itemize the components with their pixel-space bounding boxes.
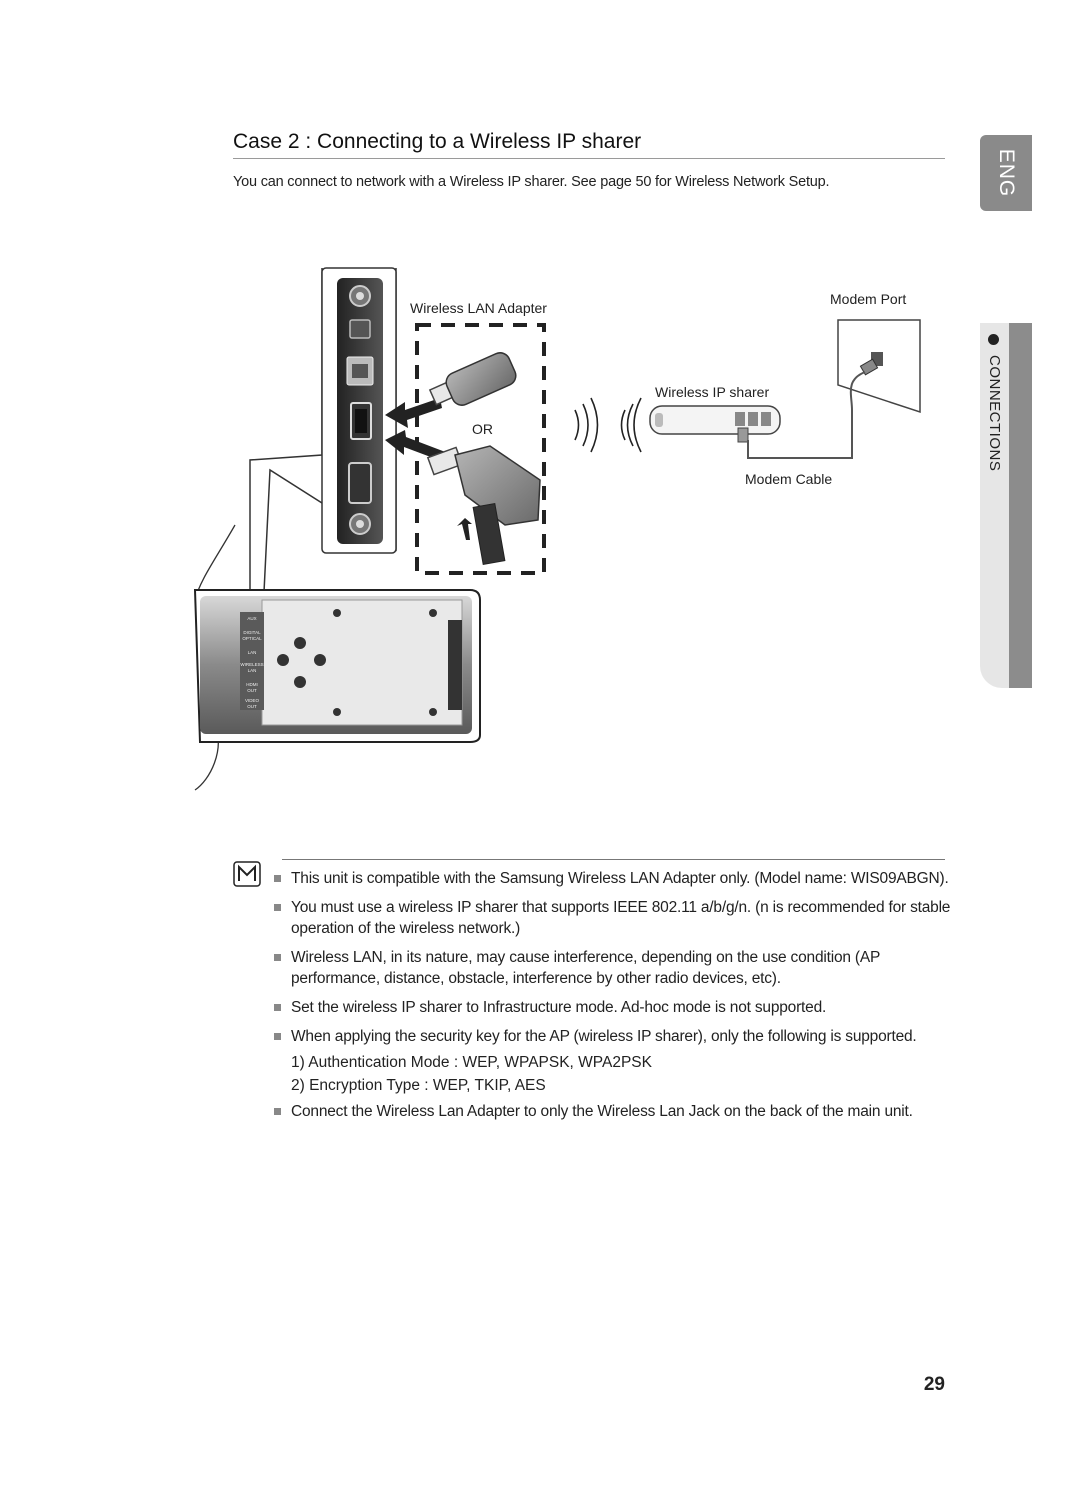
section-tab-bullet [988, 334, 999, 345]
page-number: 29 [923, 1374, 945, 1395]
connection-diagram: AUXDIGITALOPTICALLANWIRELESSLANHDMIOUTVI… [193, 267, 921, 791]
note-text: You must use a wireless IP sharer that s… [291, 899, 951, 937]
usb-stick-adapter [428, 352, 517, 406]
rear-panel-labels: AUXDIGITALOPTICALLANWIRELESSLANHDMIOUTVI… [240, 616, 263, 709]
panel-label: LAN [248, 668, 257, 673]
bullet-square-icon [274, 954, 281, 961]
note-item: Wireless LAN, in its nature, may cause i… [272, 947, 952, 989]
panel-label: OUT [247, 704, 257, 709]
note-text: Wireless LAN, in its nature, may cause i… [291, 949, 880, 987]
note-item: Set the wireless IP sharer to Infrastruc… [272, 997, 952, 1018]
modem-cable [747, 371, 866, 459]
note-text: This unit is compatible with the Samsung… [291, 870, 949, 887]
main-unit-rear [193, 589, 481, 743]
note-item: When applying the security key for the A… [272, 1026, 952, 1047]
label-wireless-lan-adapter: Wireless LAN Adapter [410, 300, 547, 316]
label-modem-cable: Modem Cable [745, 471, 832, 487]
note-text: Set the wireless IP sharer to Infrastruc… [291, 999, 827, 1016]
modem-wall-port [837, 319, 921, 414]
sub-item-auth: 1) Authentication Mode : WEP, WPAPSK, WP… [291, 1054, 652, 1071]
wireless-ip-sharer [649, 405, 781, 443]
wireless-waves-icon [574, 397, 642, 453]
sub-item-encryption: 2) Encryption Type : WEP, TKIP, AES [291, 1077, 546, 1094]
label-modem-port: Modem Port [830, 291, 906, 307]
bullet-square-icon [274, 1004, 281, 1011]
notes-list: This unit is compatible with the Samsung… [272, 868, 952, 1130]
bullet-square-icon [274, 875, 281, 882]
note-pencil-icon [233, 861, 261, 887]
bullet-square-icon [274, 1108, 281, 1115]
note-item: This unit is compatible with the Samsung… [272, 868, 952, 889]
rear-panel-zoom [321, 267, 397, 554]
panel-label: OPTICAL [242, 636, 262, 641]
panel-label: LAN [248, 650, 257, 655]
panel-label: DIGITAL [243, 630, 261, 635]
bullet-square-icon [274, 904, 281, 911]
intro-text: You can connect to network with a Wirele… [233, 174, 830, 190]
label-or: OR [472, 421, 493, 437]
panel-label: VIDEO [245, 698, 260, 703]
note-item: Connect the Wireless Lan Adapter to only… [272, 1101, 952, 1122]
notes-divider [282, 859, 945, 860]
note-item: You must use a wireless IP sharer that s… [272, 897, 952, 939]
insert-arrows [385, 398, 472, 540]
dongle-adapter [426, 445, 541, 566]
bullet-square-icon [274, 1033, 281, 1040]
note-text: Connect the Wireless Lan Adapter to only… [291, 1103, 913, 1120]
panel-label: WIRELESS [240, 662, 263, 667]
panel-label: AUX [247, 616, 256, 621]
section-title: Case 2 : Connecting to a Wireless IP sha… [233, 130, 945, 159]
label-wireless-ip-sharer: Wireless IP sharer [655, 384, 769, 400]
panel-label: OUT [247, 688, 257, 693]
note-text: When applying the security key for the A… [291, 1028, 917, 1045]
section-tab-strip [1009, 323, 1032, 688]
language-tab: ENG [980, 135, 1032, 211]
panel-label: HDMI [246, 682, 258, 687]
